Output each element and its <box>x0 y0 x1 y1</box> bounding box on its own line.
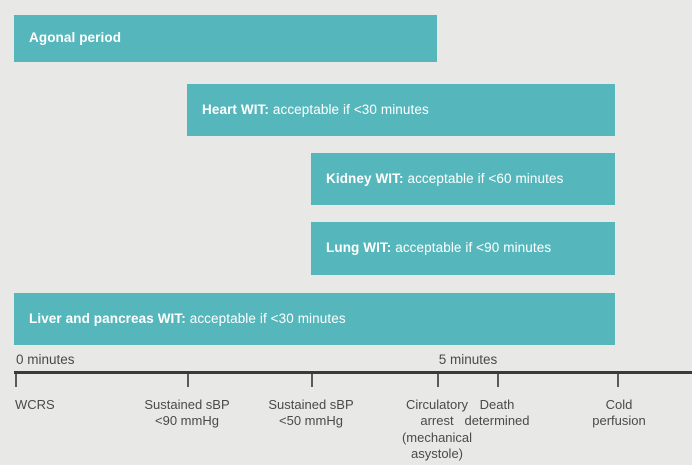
tick-mark-death-determined <box>497 374 499 387</box>
tick-label-cold-perfusion: Cold perfusion <box>583 397 656 430</box>
bar-kidney-wit-label: Kidney WIT: acceptable if <60 minutes <box>326 170 564 187</box>
time-marker-0-minutes: 0 minutes <box>16 352 75 367</box>
bar-liver-pancreas-wit: Liver and pancreas WIT: acceptable if <3… <box>14 293 615 345</box>
bar-lung-wit-label-bold: Lung WIT: <box>326 240 392 256</box>
time-marker-5-minutes: 5 minutes <box>438 352 498 367</box>
tick-mark-sbp-90 <box>187 374 189 387</box>
bar-liver-pancreas-wit-label-bold: Liver and pancreas WIT: <box>29 310 186 326</box>
bar-heart-wit-label: Heart WIT: acceptable if <30 minutes <box>202 101 429 118</box>
tick-label-circulatory-arrest-line-2: arrest <box>420 413 454 429</box>
bar-agonal-period-label: Agonal period <box>29 30 122 46</box>
bar-agonal-period: Agonal period <box>14 15 437 62</box>
tick-label-circulatory-arrest: Circulatory arrest (mechanical asystole) <box>402 397 472 462</box>
tick-label-sbp-90-line-1: Sustained sBP <box>144 397 230 412</box>
tick-label-circulatory-arrest-line-1: Circulatory <box>405 397 469 412</box>
bar-liver-pancreas-wit-label-rest: acceptable if <30 minutes <box>185 310 346 326</box>
bar-kidney-wit: Kidney WIT: acceptable if <60 minutes <box>311 153 615 205</box>
bar-agonal-period-label-bold: Agonal period <box>29 30 122 46</box>
tick-mark-cold-perfusion <box>617 374 619 387</box>
bar-lung-wit-label: Lung WIT: acceptable if <90 minutes <box>326 240 552 256</box>
bar-liver-pancreas-wit-label: Liver and pancreas WIT: acceptable if <3… <box>29 310 346 327</box>
bar-lung-wit: Lung WIT: acceptable if <90 minutes <box>311 222 615 275</box>
tick-label-cold-perfusion-line-1: Cold perfusion <box>592 397 646 429</box>
tick-label-sbp-50-line-1: Sustained sBP <box>268 397 354 412</box>
tick-label-circulatory-arrest-line-3: (mechanical <box>401 429 473 445</box>
bar-heart-wit-label-rest: acceptable if <30 minutes <box>269 101 429 117</box>
bar-kidney-wit-label-bold: Kidney WIT: <box>326 170 404 186</box>
bar-lung-wit-label-rest: acceptable if <90 minutes <box>391 240 552 256</box>
tick-mark-circulatory-arrest <box>437 374 439 387</box>
tick-label-sbp-50-line-2: <50 mmHg <box>279 413 343 429</box>
bar-kidney-wit-label-rest: acceptable if <60 minutes <box>403 170 564 186</box>
tick-label-wcrs: WCRS <box>15 397 55 413</box>
tick-label-sbp-90: Sustained sBP <90 mmHg <box>144 397 229 430</box>
tick-label-sbp-50: Sustained sBP <50 mmHg <box>268 397 353 430</box>
timeline-axis-line <box>14 371 692 374</box>
tick-label-death-determined-line-2: determined <box>464 413 530 429</box>
tick-mark-wcrs <box>15 374 17 387</box>
bar-heart-wit: Heart WIT: acceptable if <30 minutes <box>187 84 615 136</box>
tick-label-sbp-90-line-2: <90 mmHg <box>155 413 219 429</box>
tick-label-death-determined: Death determined <box>464 397 529 430</box>
bar-heart-wit-label-bold: Heart WIT: <box>202 101 270 117</box>
tick-mark-sbp-50 <box>311 374 313 387</box>
tick-label-circulatory-arrest-line-4: asystole) <box>410 445 464 461</box>
tick-label-death-determined-line-1: Death <box>479 397 515 412</box>
tick-label-wcrs-line-1: WCRS <box>15 397 55 412</box>
